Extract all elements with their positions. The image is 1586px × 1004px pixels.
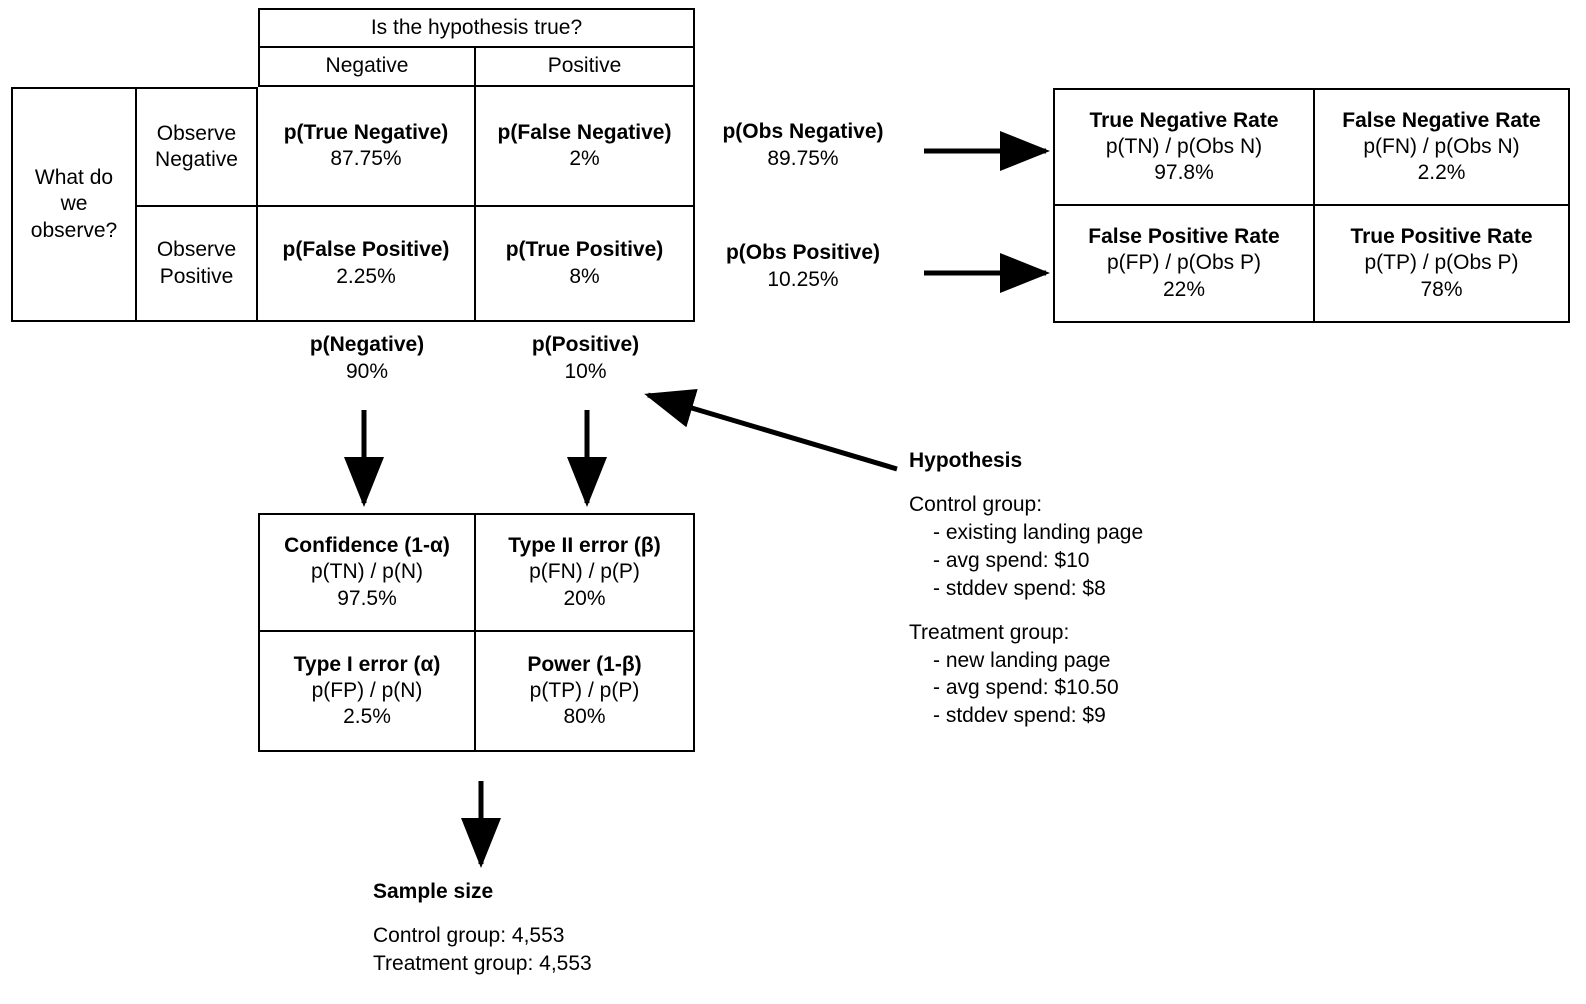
cell-true-positive-value: 8% bbox=[569, 264, 600, 288]
hypothesis-control-title: Control group: bbox=[909, 492, 1043, 516]
col-margin-positive-value: 10% bbox=[564, 360, 607, 384]
rates-table-cell-true-negative-rate: True Negative Rate p(TN) / p(Obs N) 97.8… bbox=[1053, 88, 1315, 206]
error-table-cell-power: Power (1-β) p(TP) / p(P) 80% bbox=[476, 632, 695, 752]
cell-false-positive-value: 2.25% bbox=[336, 264, 396, 288]
rates-false-positive-rate-value: 22% bbox=[1162, 277, 1206, 301]
row-group-header-label: What do we observe? bbox=[30, 166, 118, 242]
hypothesis-treatment-item-2: - stddev spend: $9 bbox=[933, 704, 1106, 728]
main-table-col-header-negative: Negative bbox=[258, 48, 476, 87]
rates-false-negative-rate-value: 2.2% bbox=[1417, 161, 1466, 185]
main-table-row-header-observe-positive: Observe Positive bbox=[137, 207, 258, 322]
sample-size-line-treatment: Treatment group: 4,553 bbox=[373, 951, 592, 975]
arrow-hypothesis-to-positive bbox=[644, 388, 898, 472]
main-table-col-margin-positive: p(Positive) 10% bbox=[476, 331, 695, 386]
error-confidence-label: Confidence (1-α) bbox=[284, 534, 450, 558]
rates-true-positive-rate-label: True Positive Rate bbox=[1350, 225, 1533, 249]
rates-true-positive-rate-value: 78% bbox=[1420, 277, 1463, 301]
rates-table-cell-false-positive-rate: False Positive Rate p(FP) / p(Obs P) 22% bbox=[1053, 206, 1315, 323]
cell-false-negative-label: p(False Negative) bbox=[497, 120, 672, 144]
rates-false-negative-rate-label: False Negative Rate bbox=[1342, 108, 1541, 132]
col-margin-positive-label: p(Positive) bbox=[531, 333, 640, 356]
error-table-cell-confidence: Confidence (1-α) p(TN) / p(N) 97.5% bbox=[258, 513, 476, 632]
main-table-cell-true-negative: p(True Negative) 87.75% bbox=[258, 87, 476, 207]
cell-false-positive-label: p(False Positive) bbox=[282, 238, 450, 262]
col-header-negative-label: Negative bbox=[325, 54, 409, 78]
col-header-positive-label: Positive bbox=[547, 54, 622, 78]
sample-size-line-control: Control group: 4,553 bbox=[373, 923, 565, 947]
row-header-observe-negative-label: Observe Negative bbox=[155, 121, 238, 171]
error-power-label: Power (1-β) bbox=[527, 652, 642, 676]
error-confidence-formula: p(TN) / p(N) bbox=[311, 560, 423, 584]
cell-true-negative-value: 87.75% bbox=[330, 147, 402, 170]
main-table-row-margin-obs-negative: p(Obs Negative) 89.75% bbox=[703, 118, 903, 173]
error-type-ii-label: Type II error (β) bbox=[508, 534, 661, 558]
hypothesis-heading: Hypothesis bbox=[909, 449, 1023, 472]
cell-true-negative-label: p(True Negative) bbox=[283, 120, 449, 144]
error-type-ii-value: 20% bbox=[563, 586, 606, 610]
error-table-cell-type-i-error: Type I error (α) p(FP) / p(N) 2.5% bbox=[258, 632, 476, 752]
row-margin-obs-positive-value: 10.25% bbox=[767, 268, 839, 292]
hypothesis-control-item-2: - stddev spend: $8 bbox=[933, 576, 1106, 600]
row-margin-obs-positive-label: p(Obs Positive) bbox=[725, 241, 881, 264]
main-table-row-header-observe-negative: Observe Negative bbox=[137, 87, 258, 207]
rates-true-negative-rate-formula: p(TN) / p(Obs N) bbox=[1105, 134, 1263, 158]
error-power-value: 80% bbox=[563, 705, 606, 729]
main-table-cell-false-negative: p(False Negative) 2% bbox=[476, 87, 695, 207]
row-margin-obs-negative-value: 89.75% bbox=[767, 147, 839, 171]
main-table-cell-false-positive: p(False Positive) 2.25% bbox=[258, 207, 476, 322]
hypothesis-control-item-1: - avg spend: $10 bbox=[933, 548, 1090, 572]
rates-true-positive-rate-formula: p(TP) / p(Obs P) bbox=[1364, 251, 1519, 275]
sample-size-block: Sample size Control group: 4,553 Treatme… bbox=[373, 878, 793, 978]
col-group-header-label: Is the hypothesis true? bbox=[370, 15, 583, 39]
sample-size-heading: Sample size bbox=[373, 880, 494, 903]
col-margin-negative-value: 90% bbox=[345, 360, 389, 384]
error-confidence-value: 97.5% bbox=[337, 586, 397, 610]
hypothesis-treatment-item-0: - new landing page bbox=[933, 648, 1111, 672]
row-header-observe-positive-label: Observe Positive bbox=[156, 238, 237, 288]
rates-true-negative-rate-label: True Negative Rate bbox=[1089, 108, 1279, 132]
main-table-col-margin-negative: p(Negative) 90% bbox=[258, 331, 476, 386]
rates-false-positive-rate-formula: p(FP) / p(Obs P) bbox=[1106, 251, 1262, 275]
error-type-ii-formula: p(FN) / p(P) bbox=[529, 560, 640, 584]
main-table-cell-true-positive: p(True Positive) 8% bbox=[476, 207, 695, 322]
cell-true-positive-label: p(True Positive) bbox=[505, 238, 664, 262]
rates-false-positive-rate-label: False Positive Rate bbox=[1088, 225, 1280, 249]
rates-table-cell-false-negative-rate: False Negative Rate p(FN) / p(Obs N) 2.2… bbox=[1315, 88, 1570, 206]
hypothesis-block: Hypothesis Control group: - existing lan… bbox=[909, 447, 1309, 730]
error-type-i-label: Type I error (α) bbox=[293, 652, 441, 676]
rates-table-cell-true-positive-rate: True Positive Rate p(TP) / p(Obs P) 78% bbox=[1315, 206, 1570, 323]
error-power-formula: p(TP) / p(P) bbox=[529, 678, 640, 702]
row-margin-obs-negative-label: p(Obs Negative) bbox=[722, 120, 884, 143]
col-margin-negative-label: p(Negative) bbox=[309, 333, 425, 356]
main-table-col-group-header: Is the hypothesis true? bbox=[258, 8, 695, 48]
main-table-col-header-positive: Positive bbox=[476, 48, 695, 87]
cell-false-negative-value: 2% bbox=[569, 147, 600, 170]
hypothesis-treatment-title: Treatment group: bbox=[909, 620, 1070, 644]
error-type-i-formula: p(FP) / p(N) bbox=[311, 678, 423, 702]
main-table-row-margin-obs-positive: p(Obs Positive) 10.25% bbox=[703, 239, 903, 294]
error-type-i-value: 2.5% bbox=[343, 705, 391, 729]
rates-true-negative-rate-value: 97.8% bbox=[1154, 161, 1214, 185]
error-table-cell-type-ii-error: Type II error (β) p(FN) / p(P) 20% bbox=[476, 513, 695, 632]
rates-false-negative-rate-formula: p(FN) / p(Obs N) bbox=[1363, 134, 1520, 158]
main-table-row-group-header: What do we observe? bbox=[11, 87, 137, 322]
hypothesis-treatment-item-1: - avg spend: $10.50 bbox=[933, 676, 1119, 700]
hypothesis-control-item-0: - existing landing page bbox=[933, 520, 1144, 544]
